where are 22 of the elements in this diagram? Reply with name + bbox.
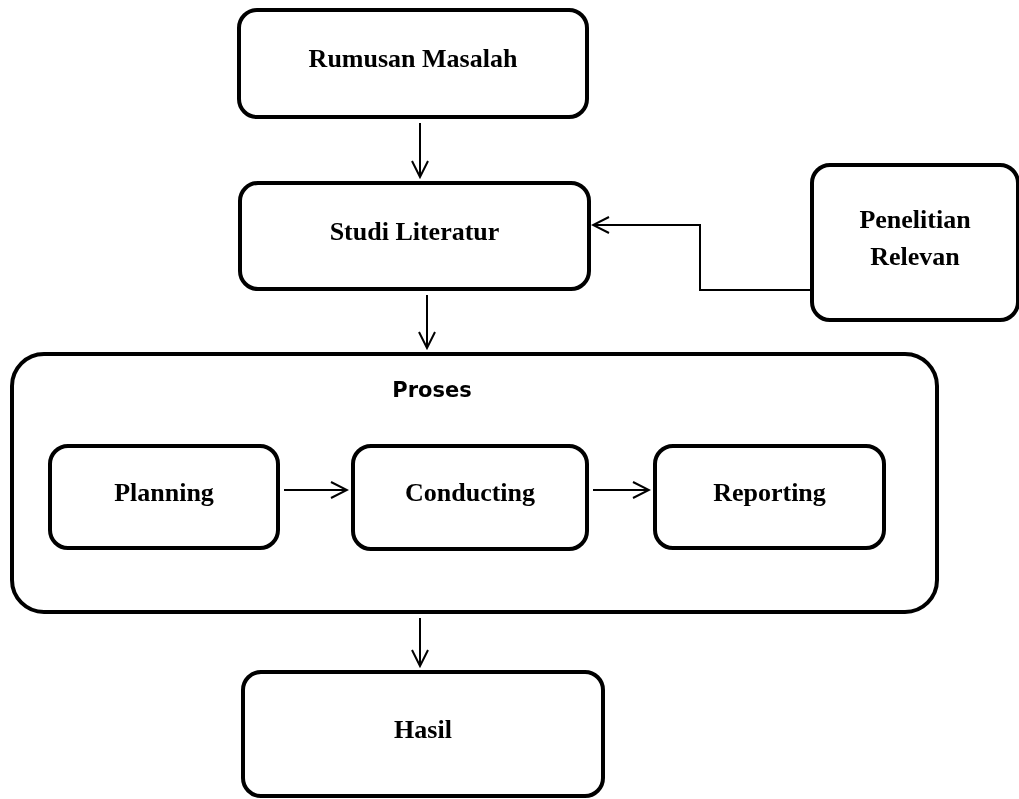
box-label: Hasil <box>394 713 452 746</box>
box-label: Conducting <box>404 477 535 510</box>
group-box <box>10 352 939 614</box>
process-box <box>238 181 591 291</box>
arrow <box>592 216 811 291</box>
box-label: Rumusan Masalah <box>308 43 518 76</box>
box-label: Studi Literatur <box>329 215 500 248</box>
arrow <box>411 122 429 178</box>
process-box <box>237 8 589 119</box>
arrow <box>283 481 348 499</box>
process-box <box>653 444 886 550</box>
process-box <box>48 444 280 550</box>
arrow <box>592 481 650 499</box>
process-box <box>241 670 605 798</box>
box-label: Reporting <box>713 476 826 509</box>
arrow <box>418 294 436 349</box>
group-heading: Proses <box>392 378 472 402</box>
box-label: Penelitian Relevan <box>858 204 972 273</box>
arrow <box>411 617 429 667</box>
box-label: Planning <box>114 476 214 509</box>
process-box <box>351 444 589 551</box>
process-box <box>810 163 1019 322</box>
